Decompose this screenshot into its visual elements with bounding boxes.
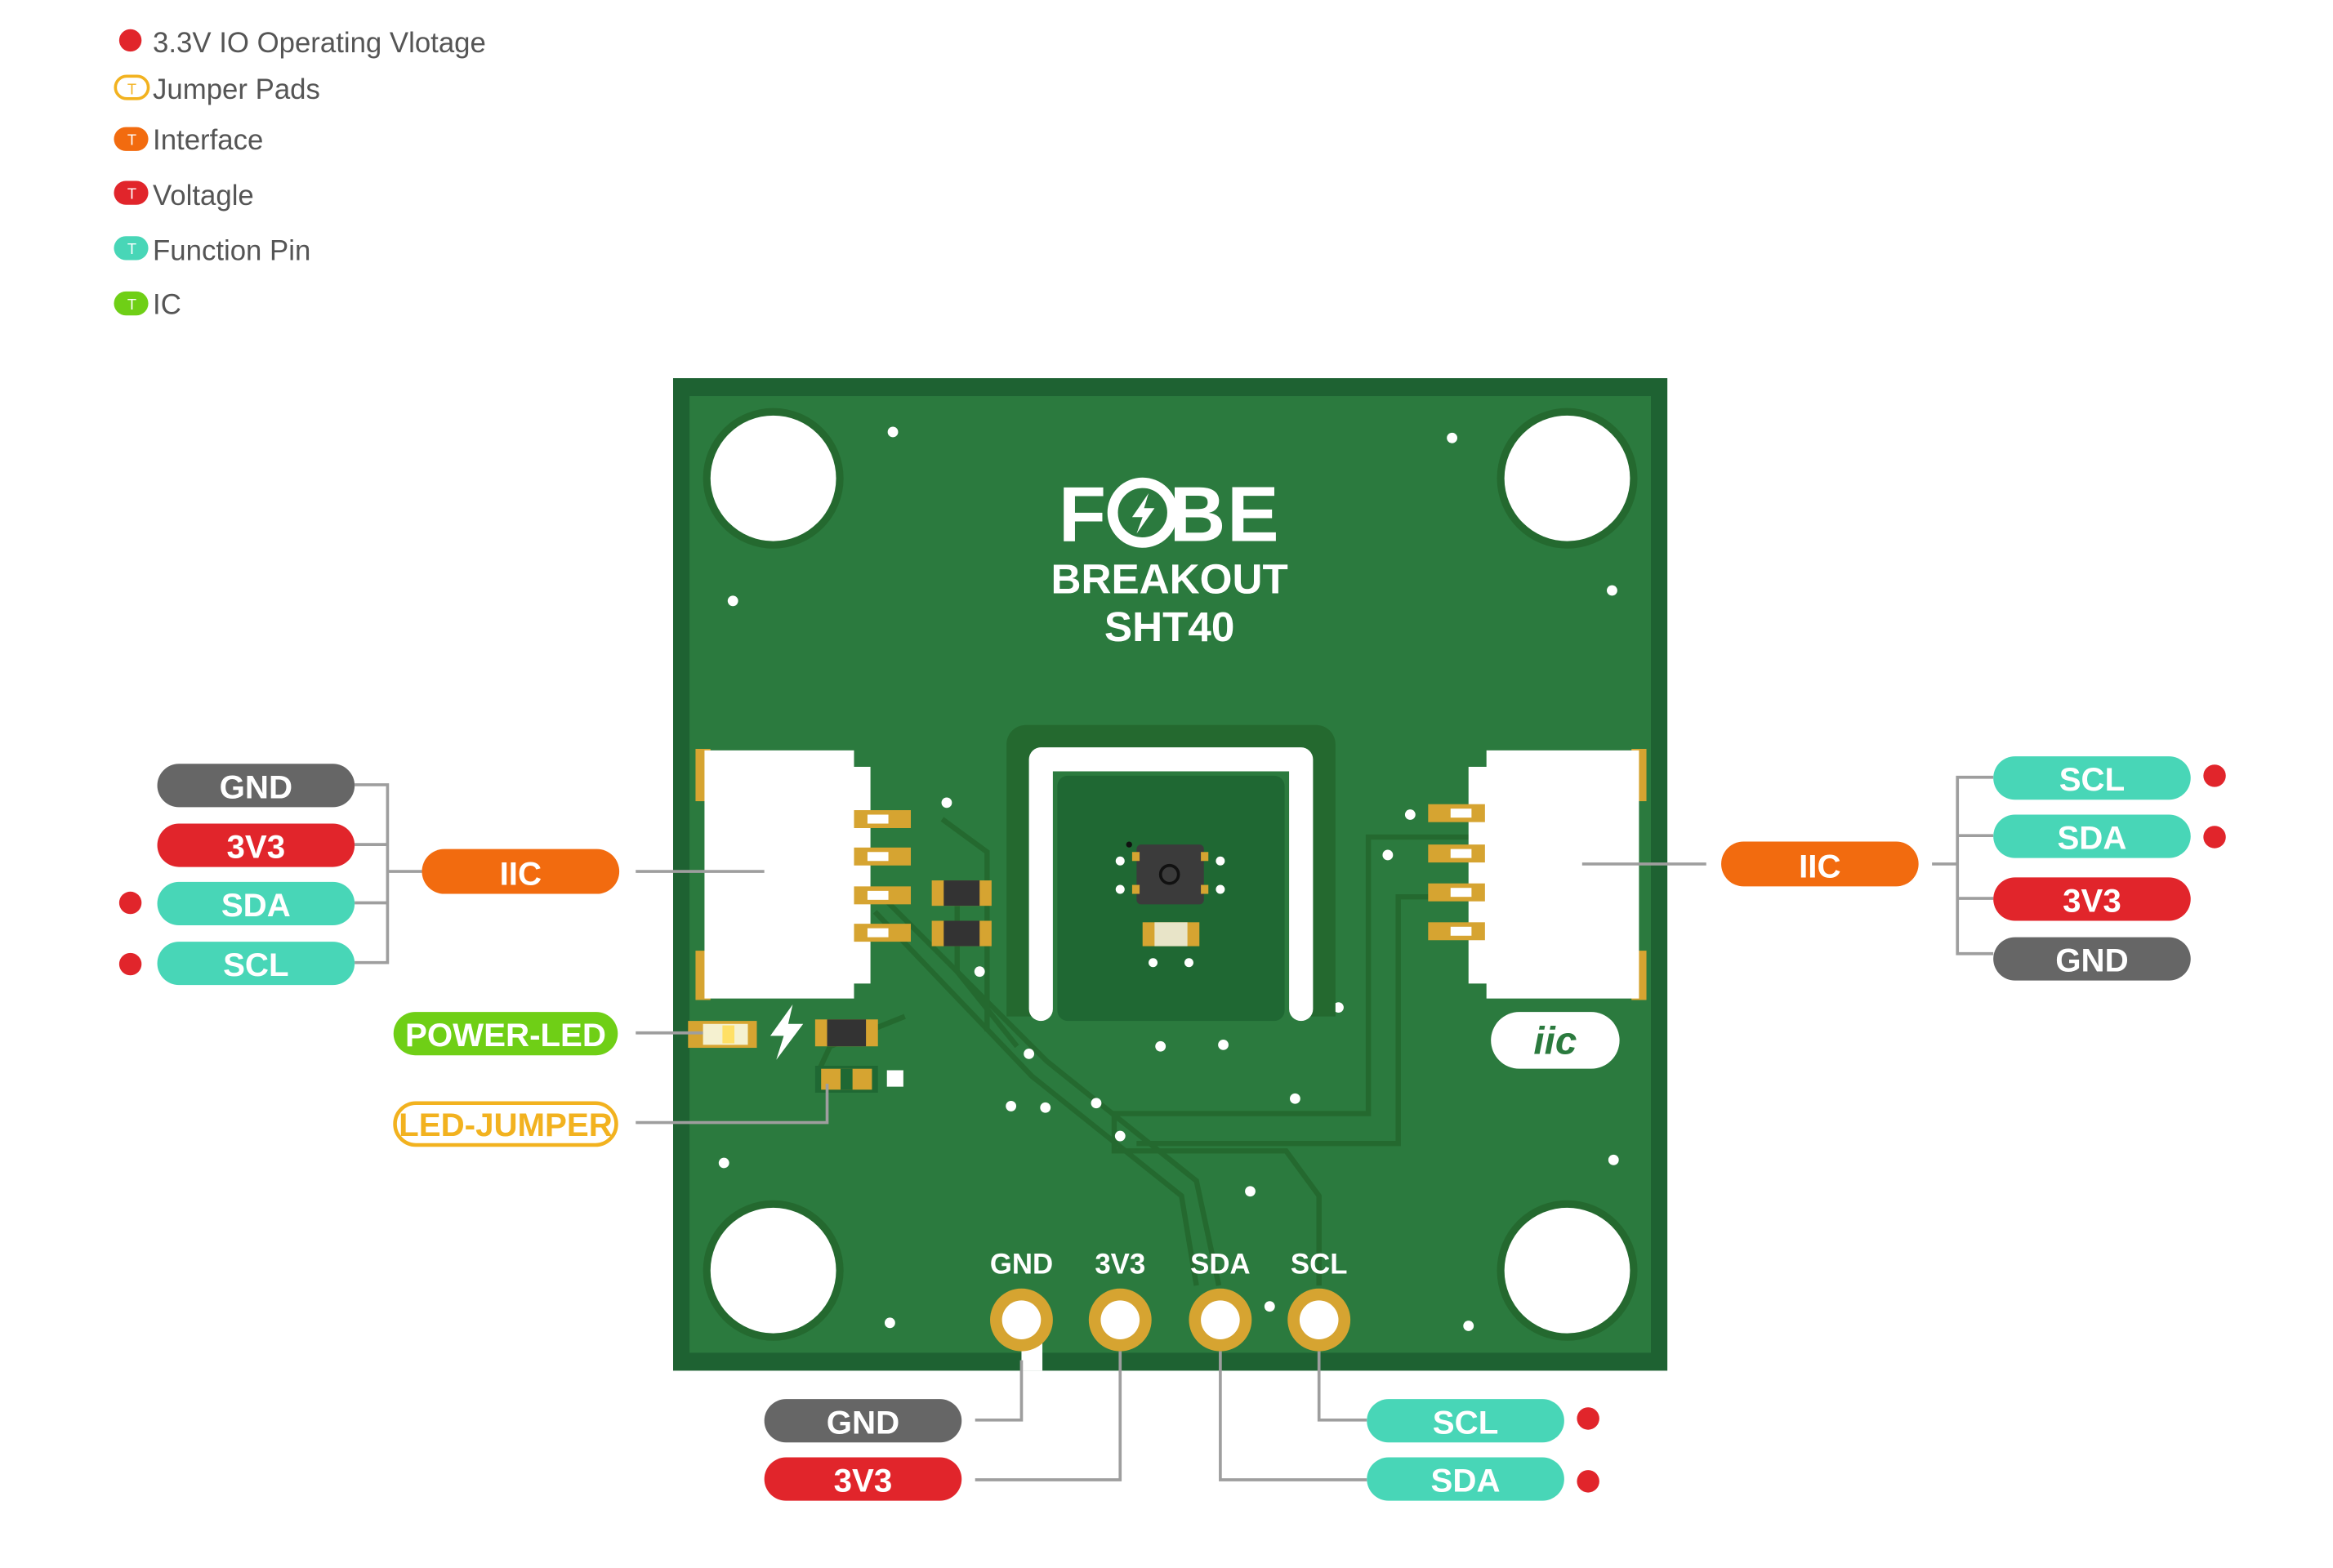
right-jst-connector — [1428, 748, 1647, 1000]
sht40-sensor-chip — [1136, 844, 1204, 905]
power-lightning-icon — [769, 1004, 804, 1060]
label-pill-right-iic — [1721, 841, 1919, 887]
sensor-area — [1006, 724, 1336, 1022]
label-right-scl: SCL — [2059, 761, 2126, 798]
leader-bottom-scl — [1317, 1351, 1367, 1422]
header-label-sda: SDA — [1190, 1249, 1250, 1280]
label-right-3v3: 3V3 — [2063, 882, 2121, 919]
legend-label-jumper: Jumper Pads — [153, 74, 320, 105]
iic-badge-text: iic — [1533, 1019, 1577, 1062]
io-voltage-dot-icon — [118, 952, 142, 976]
label-bottom-gnd: GND — [827, 1404, 899, 1441]
io-voltage-dot-icon — [2203, 764, 2226, 787]
labels-bottom: GND 3V3 SCL SDA — [764, 1399, 1599, 1501]
label-pill-left-3v3 — [157, 823, 355, 867]
label-left-scl: SCL — [223, 947, 289, 983]
label-pill-right-3v3 — [1993, 877, 2191, 921]
label-pill-bottom-scl — [1367, 1399, 1564, 1443]
right-connector-body — [1486, 750, 1639, 999]
leader-bottom-sda — [1219, 1351, 1367, 1481]
label-left-iic: IIC — [500, 856, 542, 893]
header-label-3v3: 3V3 — [1095, 1249, 1145, 1280]
label-pill-bottom-gnd — [764, 1399, 962, 1443]
legend: 3.3V IO Operating Vlotage T Jumper Pads … — [114, 28, 486, 320]
leader-lines — [355, 775, 1994, 1481]
sensor-slot-cutout — [1028, 747, 1314, 1022]
io-voltage-dot-icon — [118, 891, 142, 915]
ic-marker-letter: T — [127, 296, 136, 313]
ic-marker-icon — [114, 291, 149, 316]
jumper-pads-marker-icon — [114, 74, 150, 100]
pullup-resistors — [931, 880, 992, 947]
label-pill-bottom-sda — [1367, 1457, 1564, 1501]
function-pin-marker-icon — [114, 236, 149, 261]
labels-left: GND 3V3 SDA SCL IIC POWER-LED LED-JUMPER — [118, 764, 620, 1147]
legend-label-voltage: Voltagle — [153, 180, 254, 212]
leader-led-jumper — [636, 1083, 829, 1125]
label-led-jumper: LED-JUMPER — [399, 1107, 613, 1143]
function-pin-marker-letter: T — [127, 240, 136, 257]
legend-item-ic: T IC — [114, 289, 181, 320]
legend-label-function: Function Pin — [153, 235, 310, 266]
pcb-vias — [718, 426, 1619, 1331]
label-bottom-3v3: 3V3 — [834, 1463, 893, 1499]
header-label-scl: SCL — [1291, 1249, 1348, 1280]
label-bottom-sda: SDA — [1431, 1463, 1501, 1499]
legend-item-function: T Function Pin — [114, 235, 310, 266]
leader-bottom-gnd — [975, 1360, 1024, 1422]
jumper-pads-marker-letter: T — [127, 80, 136, 97]
iic-badge: iic — [1491, 1012, 1620, 1069]
label-power-led: POWER-LED — [405, 1017, 606, 1054]
legend-label-ic: IC — [153, 289, 181, 320]
sensor-slot-outline — [1006, 724, 1336, 1017]
label-right-sda: SDA — [2057, 820, 2126, 857]
interface-marker-icon — [114, 127, 149, 151]
board-line2: SHT40 — [1104, 604, 1234, 650]
io-voltage-dot-icon — [1577, 1407, 1599, 1430]
leader-left-bracket — [355, 783, 422, 964]
legend-item-interface: T Interface — [114, 125, 263, 156]
pcb-board: FOBE BREAKOUT SHT40 — [672, 378, 1668, 1371]
header-label-gnd: GND — [990, 1249, 1053, 1280]
mounting-holes — [703, 408, 1638, 1341]
left-connector-body — [704, 750, 854, 999]
board-line1: BREAKOUT — [1051, 556, 1287, 603]
label-right-gnd: GND — [2055, 942, 2128, 979]
lightning-bolt-icon — [1131, 493, 1155, 534]
io-voltage-dot-icon — [2203, 826, 2226, 849]
legend-dot-label: 3.3V IO Operating Vlotage — [153, 28, 486, 59]
voltage-marker-letter: T — [127, 185, 136, 202]
label-pill-left-scl — [157, 942, 355, 986]
fobe-logo: FOBE BREAKOUT SHT40 — [1051, 472, 1287, 651]
legend-dot-icon — [118, 29, 142, 52]
label-pill-right-sda — [1993, 814, 2191, 858]
header-pins: GND 3V3 SDA SCL — [990, 1249, 1351, 1371]
leader-bottom-3v3 — [975, 1351, 1122, 1481]
label-left-gnd: GND — [220, 768, 292, 805]
interface-marker-letter: T — [127, 131, 136, 149]
label-pill-left-iic — [422, 849, 620, 894]
label-pill-left-gnd — [157, 764, 355, 808]
label-pill-right-scl — [1993, 756, 2191, 800]
legend-item-voltage: T Voltagle — [114, 180, 254, 212]
leader-right-bracket — [1932, 775, 1994, 956]
sensor-opening-icon — [1158, 863, 1180, 885]
label-pill-right-gnd — [1993, 937, 2191, 981]
pcb-traces — [817, 817, 1496, 1286]
left-jst-connector — [695, 748, 912, 1000]
label-bottom-scl: SCL — [1433, 1404, 1499, 1441]
io-voltage-dot-icon — [1577, 1470, 1599, 1493]
label-pill-left-sda — [157, 881, 355, 925]
label-right-iic: IIC — [1799, 848, 1840, 884]
label-pill-power-led — [393, 1012, 618, 1056]
labels-right: IIC SCL SDA 3V3 GND — [1721, 756, 2226, 981]
voltage-marker-icon — [114, 180, 149, 205]
label-left-sda: SDA — [221, 887, 291, 924]
label-left-3v3: 3V3 — [227, 829, 286, 866]
legend-label-interface: Interface — [153, 125, 263, 156]
label-pill-led-jumper — [393, 1101, 618, 1147]
label-pill-bottom-3v3 — [764, 1457, 962, 1501]
legend-item-jumper: T Jumper Pads — [114, 74, 320, 105]
